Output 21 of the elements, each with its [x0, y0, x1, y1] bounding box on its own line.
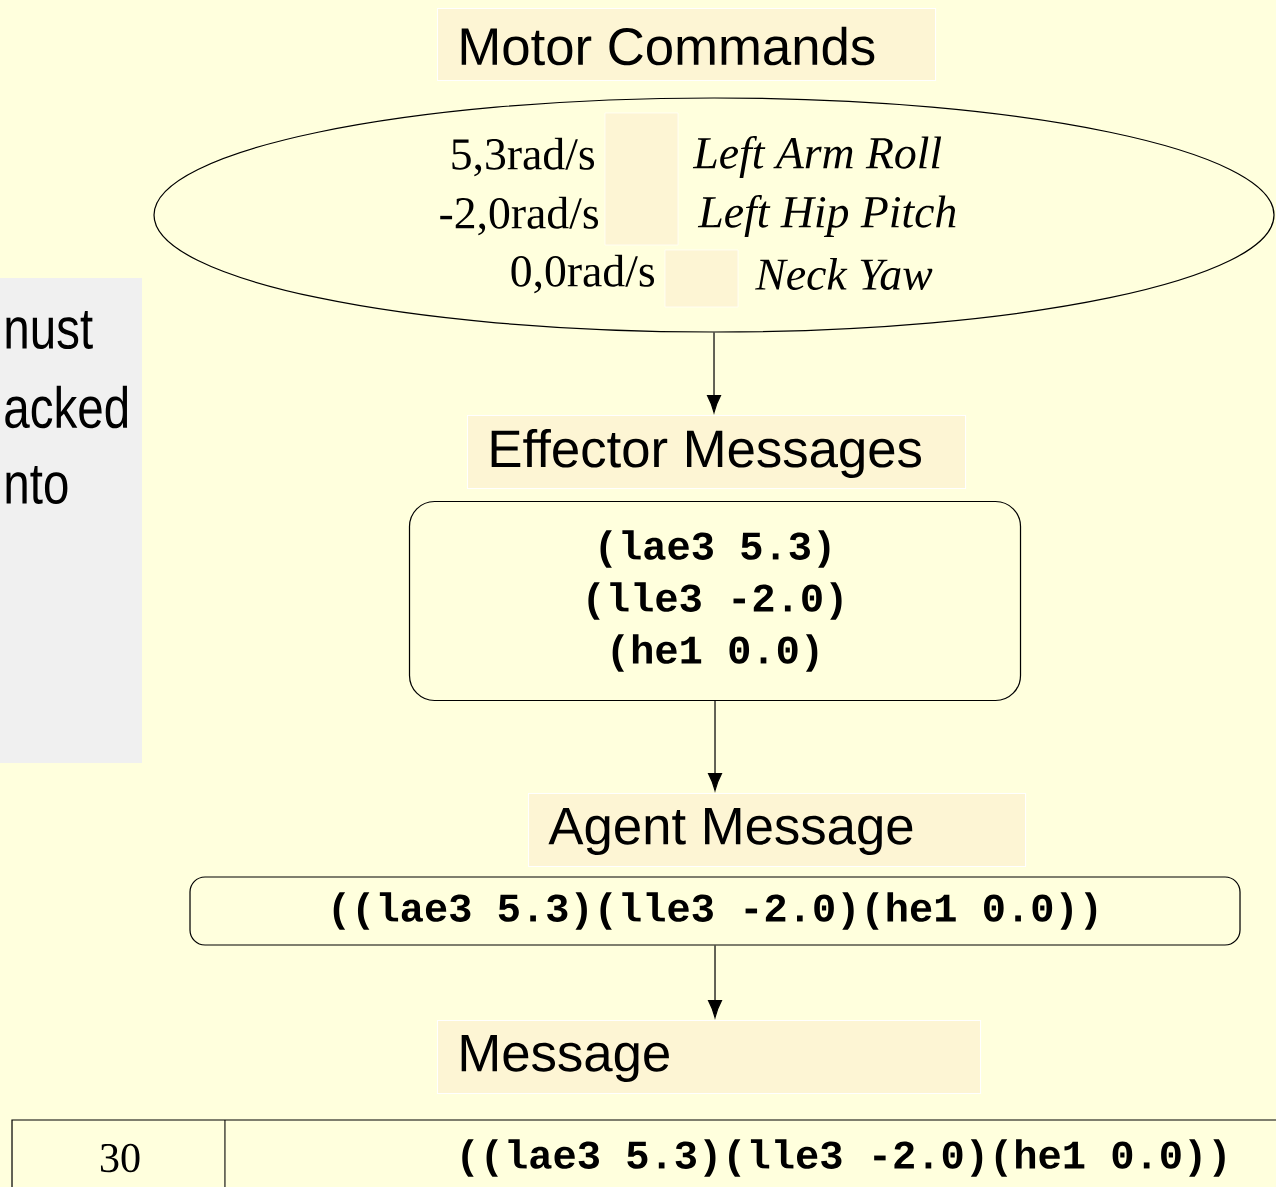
code-text: (lle3 -2.0): [588, 582, 842, 620]
table-cell: ((lae3 5.3)(lle3 -2.0)(he1 0.0)): [462, 1139, 1225, 1177]
panel-text: nto: [6, 465, 68, 505]
arrow: [707, 945, 723, 1019]
value-text: -2,0rad/s: [440, 196, 598, 236]
arrow: [707, 700, 723, 792]
joint-name: Neck Yaw: [755, 257, 933, 291]
heading-label: Effector Messages: [467, 415, 967, 490]
value-text: 0,0rad/s: [511, 254, 654, 294]
code-text: (lae3 5.3): [600, 530, 830, 568]
code-text: (he1 0.0): [612, 634, 818, 672]
joint-name: Left Arm Roll: [692, 136, 942, 178]
panel-text: acked: [5, 385, 128, 429]
value-text: 5,3rad/s: [452, 137, 594, 177]
panel-text: nust: [6, 310, 93, 350]
arrow: [706, 332, 722, 414]
joint-name: Left Hip Pitch: [697, 195, 956, 237]
heading-label: Agent Message: [528, 793, 1027, 868]
heading-label: Message: [437, 1020, 982, 1095]
heading-label: Motor Commands: [437, 8, 937, 82]
code-text: ((lae3 5.3)(lle3 -2.0)(he1 0.0)): [333, 892, 1097, 930]
